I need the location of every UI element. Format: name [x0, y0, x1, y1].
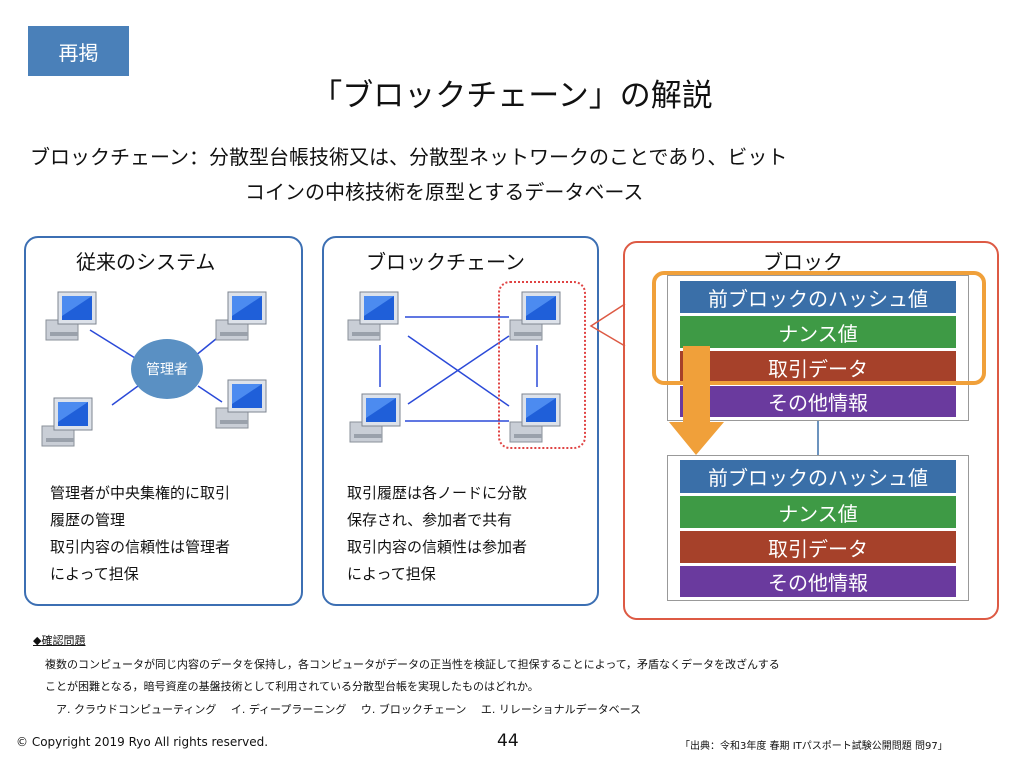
question-options: ア. クラウドコンピューティング イ. ディープラーニング ウ. ブロックチェー… [56, 703, 642, 716]
computer-icon [215, 379, 267, 429]
block-2-nonce: ナンス値 [680, 496, 956, 528]
computer-icon [349, 393, 401, 443]
block-panel [623, 241, 999, 620]
traditional-description-line: 取引内容の信頼性は管理者 [50, 538, 231, 556]
definition-line-2: コインの中核技術を原型とするデータベース [245, 180, 644, 204]
block-1-other-info: その他情報 [680, 386, 956, 417]
block-title: ブロック [763, 250, 843, 274]
traditional-description-line: 履歴の管理 [50, 511, 126, 529]
question-text-line-1: 複数のコンピュータが同じ内容のデータを保持し，各コンピュータがデータの正当性を検… [45, 658, 780, 671]
computer-icon [45, 291, 97, 341]
traditional-description-line: によって担保 [50, 565, 139, 583]
block-2-transaction-data: 取引データ [680, 531, 956, 563]
traditional-system-title: 従来のシステム [76, 250, 216, 274]
page-number: 44 [497, 731, 519, 751]
administrator-node: 管理者 [131, 339, 203, 399]
block-1-transaction-data: 取引データ [680, 351, 956, 383]
blockchain-title: ブロックチェーン [366, 250, 525, 274]
block-1-prev-hash: 前ブロックのハッシュ値 [680, 281, 956, 313]
block-2-other-info: その他情報 [680, 566, 956, 597]
traditional-system-panel [24, 236, 303, 606]
slide-title: 「ブロックチェーン」の解説 [311, 78, 713, 114]
blockchain-description-line: によって担保 [347, 565, 436, 583]
blockchain-description-line: 取引履歴は各ノードに分散 [347, 484, 528, 502]
definition-line-1: ブロックチェーン：分散型台帳技術又は、分散型ネットワークのことであり、ビット [30, 145, 788, 169]
question-heading: ◆確認問題 [33, 634, 86, 647]
block-2-prev-hash: 前ブロックのハッシュ値 [680, 460, 956, 493]
computer-icon [509, 393, 561, 443]
traditional-description-line: 管理者が中央集権的に取引 [50, 484, 231, 502]
question-text-line-2: ことが困難となる，暗号資産の基盤技術として利用されている分散型台帳を実現したもの… [45, 680, 539, 693]
computer-icon [347, 291, 399, 341]
computer-icon [509, 291, 561, 341]
blockchain-description-line: 保存され、参加者で共有 [347, 511, 513, 529]
computer-icon [215, 291, 267, 341]
hash-highlight-box [652, 271, 986, 385]
blockchain-description-line: 取引内容の信頼性は参加者 [347, 538, 528, 556]
node-highlight-box [498, 281, 586, 449]
block-1-nonce: ナンス値 [680, 316, 956, 348]
blockchain-description: 取引履歴は各ノードに分散 保存され、参加者で共有 取引内容の信頼性は参加者 によ… [347, 480, 527, 588]
traditional-description: 管理者が中央集権的に取引 履歴の管理 取引内容の信頼性は管理者 によって担保 [50, 480, 230, 588]
blockchain-panel [322, 236, 599, 606]
source-citation: 「出典：令和3年度 春期 ITパスポート試験公開問題 問97」 [680, 741, 948, 752]
computer-icon [41, 397, 93, 447]
copyright: © Copyright 2019 Ryo All rights reserved… [16, 735, 269, 749]
reprint-badge: 再掲 [28, 26, 129, 76]
